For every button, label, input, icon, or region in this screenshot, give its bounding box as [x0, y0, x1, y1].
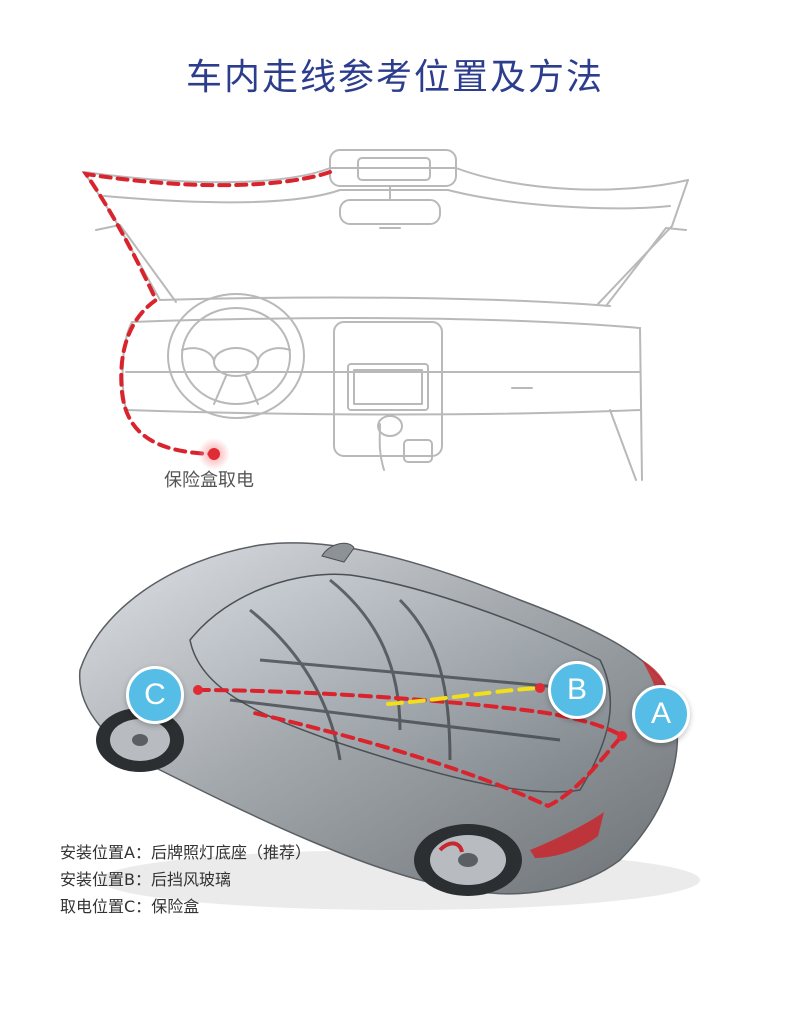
fuse-box-point: [208, 448, 220, 460]
legend-key-b: 安装位置B：: [60, 870, 151, 889]
marker-b: B: [548, 661, 606, 719]
car-cabin: [189, 573, 612, 793]
rearview-mirror-mount: [329, 149, 457, 187]
marker-a: A: [632, 685, 690, 743]
legend-row-c: 取电位置C：保险盒: [60, 893, 311, 920]
fuse-box-label: 保险盒取电: [164, 470, 254, 491]
interior-wire-route: [81, 170, 332, 456]
infotainment-screen: [347, 363, 429, 411]
windshield-inner: [103, 189, 671, 210]
car-wire-route-a: [196, 688, 626, 809]
car-illustration: [78, 542, 700, 910]
dashboard-top: [159, 296, 611, 307]
legend-row-b: 安装位置B：后挡风玻璃: [60, 866, 311, 893]
legend-value-a: 后牌照灯底座（推荐）: [150, 843, 311, 862]
rearview-mirror: [339, 199, 441, 225]
marker-c: C: [126, 666, 184, 724]
steering-wheel: [167, 293, 305, 419]
legend-value-b: 后挡风玻璃: [150, 870, 231, 889]
right-a-pillar: [597, 179, 689, 305]
car-front-wheel: [96, 708, 184, 772]
point-a-dot: [617, 731, 627, 741]
car-side-mirror: [321, 542, 355, 563]
point-b-dot: [535, 683, 545, 693]
center-console: [333, 321, 443, 457]
legend-key-c: 取电位置C：: [60, 897, 152, 916]
car-tail-light: [530, 812, 604, 858]
legend-row-a: 安装位置A：后牌照灯底座（推荐）: [60, 839, 311, 866]
page-title: 车内走线参考位置及方法: [185, 57, 604, 98]
windshield-frame: [83, 167, 689, 191]
car-interior-drawing: [83, 149, 689, 481]
car-wire-route-b: [386, 686, 542, 706]
legend-key-a: 安装位置A：: [60, 843, 151, 862]
car-rear-wheel: [414, 824, 522, 896]
point-c-dot: [193, 685, 203, 695]
legend: 安装位置A：后牌照灯底座（推荐） 安装位置B：后挡风玻璃 取电位置C：保险盒: [60, 839, 311, 920]
legend-value-c: 保险盒: [151, 897, 200, 916]
